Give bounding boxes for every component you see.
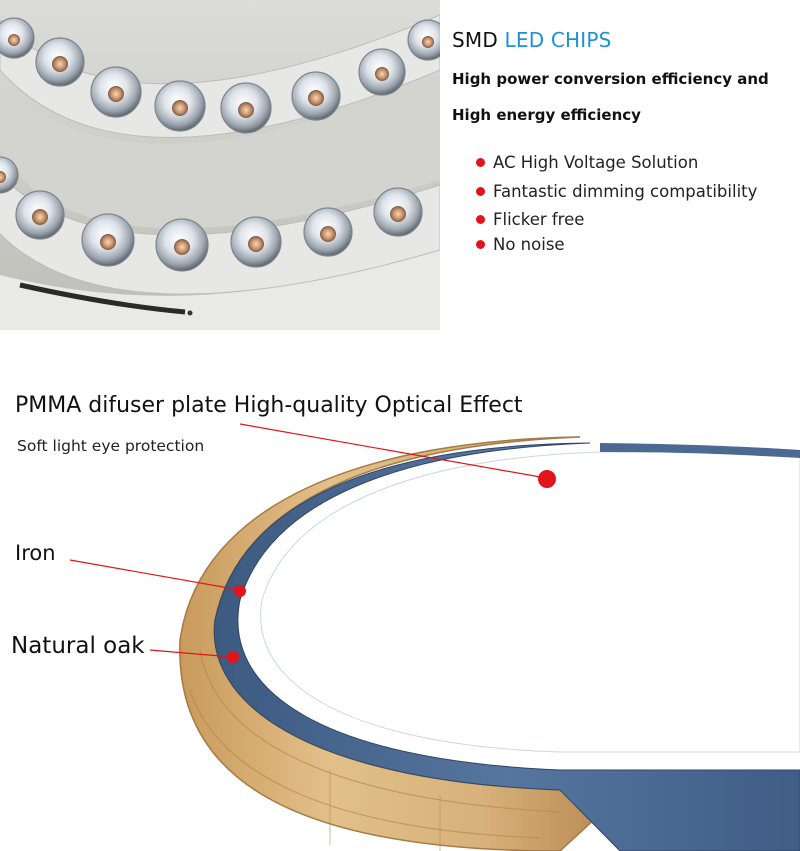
bullet-dot-icon (476, 215, 485, 224)
led-chip (172, 100, 188, 116)
bullet-dot-icon (476, 158, 485, 167)
feature-text: Fantastic dimming compatibility (493, 182, 758, 201)
led-lens (0, 156, 19, 194)
feature-text: No noise (493, 235, 565, 254)
led-chip (320, 226, 336, 242)
oak-label: Natural oak (11, 633, 145, 659)
led-chip (32, 209, 48, 225)
led-chip (52, 56, 68, 72)
bullet-dot-icon (476, 240, 485, 249)
efficiency-line-1: High power conversion efficiency and (452, 70, 769, 88)
led-chip (174, 239, 190, 255)
pmma-subtitle: Soft light eye protection (17, 437, 205, 455)
led-chip (375, 67, 389, 81)
led-chip (8, 34, 20, 46)
feature-text: Flicker free (493, 210, 585, 229)
feature-bullet: No noise (476, 235, 565, 254)
bullet-dot-icon (476, 187, 485, 196)
feature-text: AC High Voltage Solution (493, 153, 699, 172)
smd-title-accent: LED CHIPS (504, 28, 612, 52)
led-module-photo (0, 0, 440, 330)
feature-bullet: Flicker free (476, 210, 584, 229)
smd-title: SMD LED CHIPS (452, 28, 612, 52)
led-chip (422, 36, 434, 48)
feature-bullet: Fantastic dimming compatibility (476, 182, 757, 201)
led-chip (308, 90, 324, 106)
smd-title-prefix: SMD (452, 28, 498, 52)
feature-bullet: AC High Voltage Solution (476, 153, 698, 172)
led-chip (248, 236, 264, 252)
pmma-title: PMMA difuser plate High-quality Optical … (15, 393, 523, 418)
efficiency-line-2: High energy efficiency (452, 106, 641, 124)
led-chip (108, 86, 124, 102)
iron-label: Iron (15, 541, 56, 565)
led-chip (390, 206, 406, 222)
led-chip (238, 102, 254, 118)
led-chip (0, 171, 6, 183)
led-chip (100, 234, 116, 250)
